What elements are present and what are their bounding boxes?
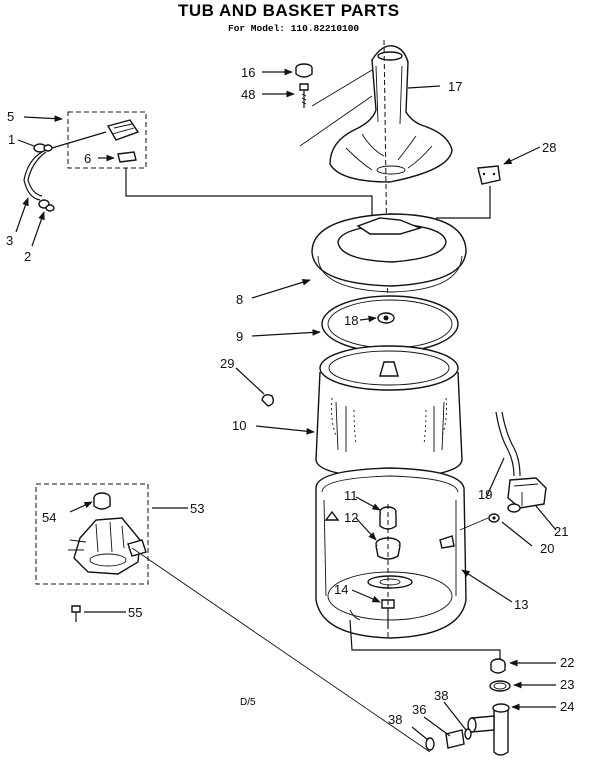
gearcase-part — [68, 517, 147, 575]
tub-ring-part — [311, 213, 467, 293]
callout-1: 1 — [8, 132, 15, 147]
grommet-20-part — [488, 513, 500, 523]
hose-group-box — [67, 111, 147, 169]
leader-12 — [355, 517, 377, 541]
callout-10: 10 — [232, 418, 246, 433]
callout-19: 19 — [478, 487, 492, 502]
tub-gasket-part — [321, 295, 459, 353]
diagram-title: TUB AND BASKET PARTS — [178, 1, 400, 20]
callout-29: 29 — [220, 356, 234, 371]
assembly-line-13 — [349, 619, 501, 660]
assembly-line-16 — [311, 69, 373, 107]
leader-20 — [501, 521, 533, 547]
assembly-line-6 — [125, 168, 373, 220]
assembly-line-53 — [131, 547, 431, 753]
leader-29 — [235, 367, 265, 395]
leader-1-hose — [51, 131, 107, 149]
callout-24: 24 — [560, 699, 574, 714]
callout-48: 48 — [241, 87, 255, 102]
callout-18: 18 — [344, 313, 358, 328]
agitator-part — [329, 45, 453, 183]
leader-13 — [461, 569, 513, 603]
clip-29-part — [261, 393, 275, 407]
callout-13: 13 — [514, 597, 528, 612]
callout-14: 14 — [334, 582, 348, 597]
transmission-group-box — [35, 483, 149, 585]
leader-5 — [23, 115, 63, 122]
tub-clip-part — [477, 165, 501, 185]
drain-hose-fittings — [425, 728, 472, 751]
leader-14 — [351, 589, 381, 603]
leader-2 — [31, 211, 45, 247]
callout-3: 3 — [6, 233, 13, 248]
leader-11 — [355, 496, 381, 511]
callout-21: 21 — [554, 524, 568, 539]
callout-38-left: 38 — [388, 712, 402, 727]
callout-36: 36 — [412, 702, 426, 717]
callout-20: 20 — [540, 541, 554, 556]
callout-55: 55 — [128, 605, 142, 620]
basket-nut-part — [377, 312, 395, 324]
leader-28 — [503, 146, 541, 165]
leader-3 — [15, 197, 29, 233]
leader-38-right — [443, 701, 467, 731]
callout-11: 11 — [344, 488, 358, 503]
callout-22: 22 — [560, 655, 574, 670]
assembly-line-20 — [459, 517, 489, 531]
callout-16: 16 — [241, 65, 255, 80]
leader-10 — [255, 425, 315, 435]
hose-connector-part — [106, 119, 140, 163]
callout-53: 53 — [190, 501, 204, 516]
callout-38-right: 38 — [434, 688, 448, 703]
callout-5: 5 — [7, 109, 14, 124]
diagram-subtitle: For Model: 110.82210100 — [228, 23, 359, 34]
pressure-hose-part — [23, 143, 55, 212]
callout-54: 54 — [42, 510, 56, 525]
leader-1 — [17, 139, 35, 147]
leader-19 — [485, 457, 505, 499]
leader-18 — [359, 315, 377, 323]
assembly-line-48 — [299, 95, 373, 147]
leader-21 — [535, 505, 557, 531]
callout-28: 28 — [542, 140, 556, 155]
leader-36 — [423, 716, 451, 737]
leader-17 — [407, 85, 441, 89]
callout-6: 6 — [84, 151, 91, 166]
leader-9 — [251, 329, 321, 337]
drain-fittings-part — [467, 658, 511, 756]
callout-23: 23 — [560, 677, 574, 692]
pump-21-part — [507, 477, 547, 513]
callout-2: 2 — [24, 249, 31, 264]
mount-54-part — [93, 492, 111, 510]
wash-basket-part — [315, 345, 463, 479]
leader-54 — [69, 501, 93, 513]
assembly-line-28 — [436, 186, 491, 219]
callout-8: 8 — [236, 292, 243, 307]
callout-17: 17 — [448, 79, 462, 94]
callout-9: 9 — [236, 329, 243, 344]
leader-8 — [251, 279, 311, 299]
screw-55-part — [71, 605, 81, 622]
callout-12: 12 — [344, 510, 358, 525]
footer-code: D/5 — [240, 697, 256, 708]
hose-19-part — [495, 411, 521, 477]
leader-38-left — [411, 726, 429, 741]
agitator-cap-and-bolt — [295, 63, 313, 108]
